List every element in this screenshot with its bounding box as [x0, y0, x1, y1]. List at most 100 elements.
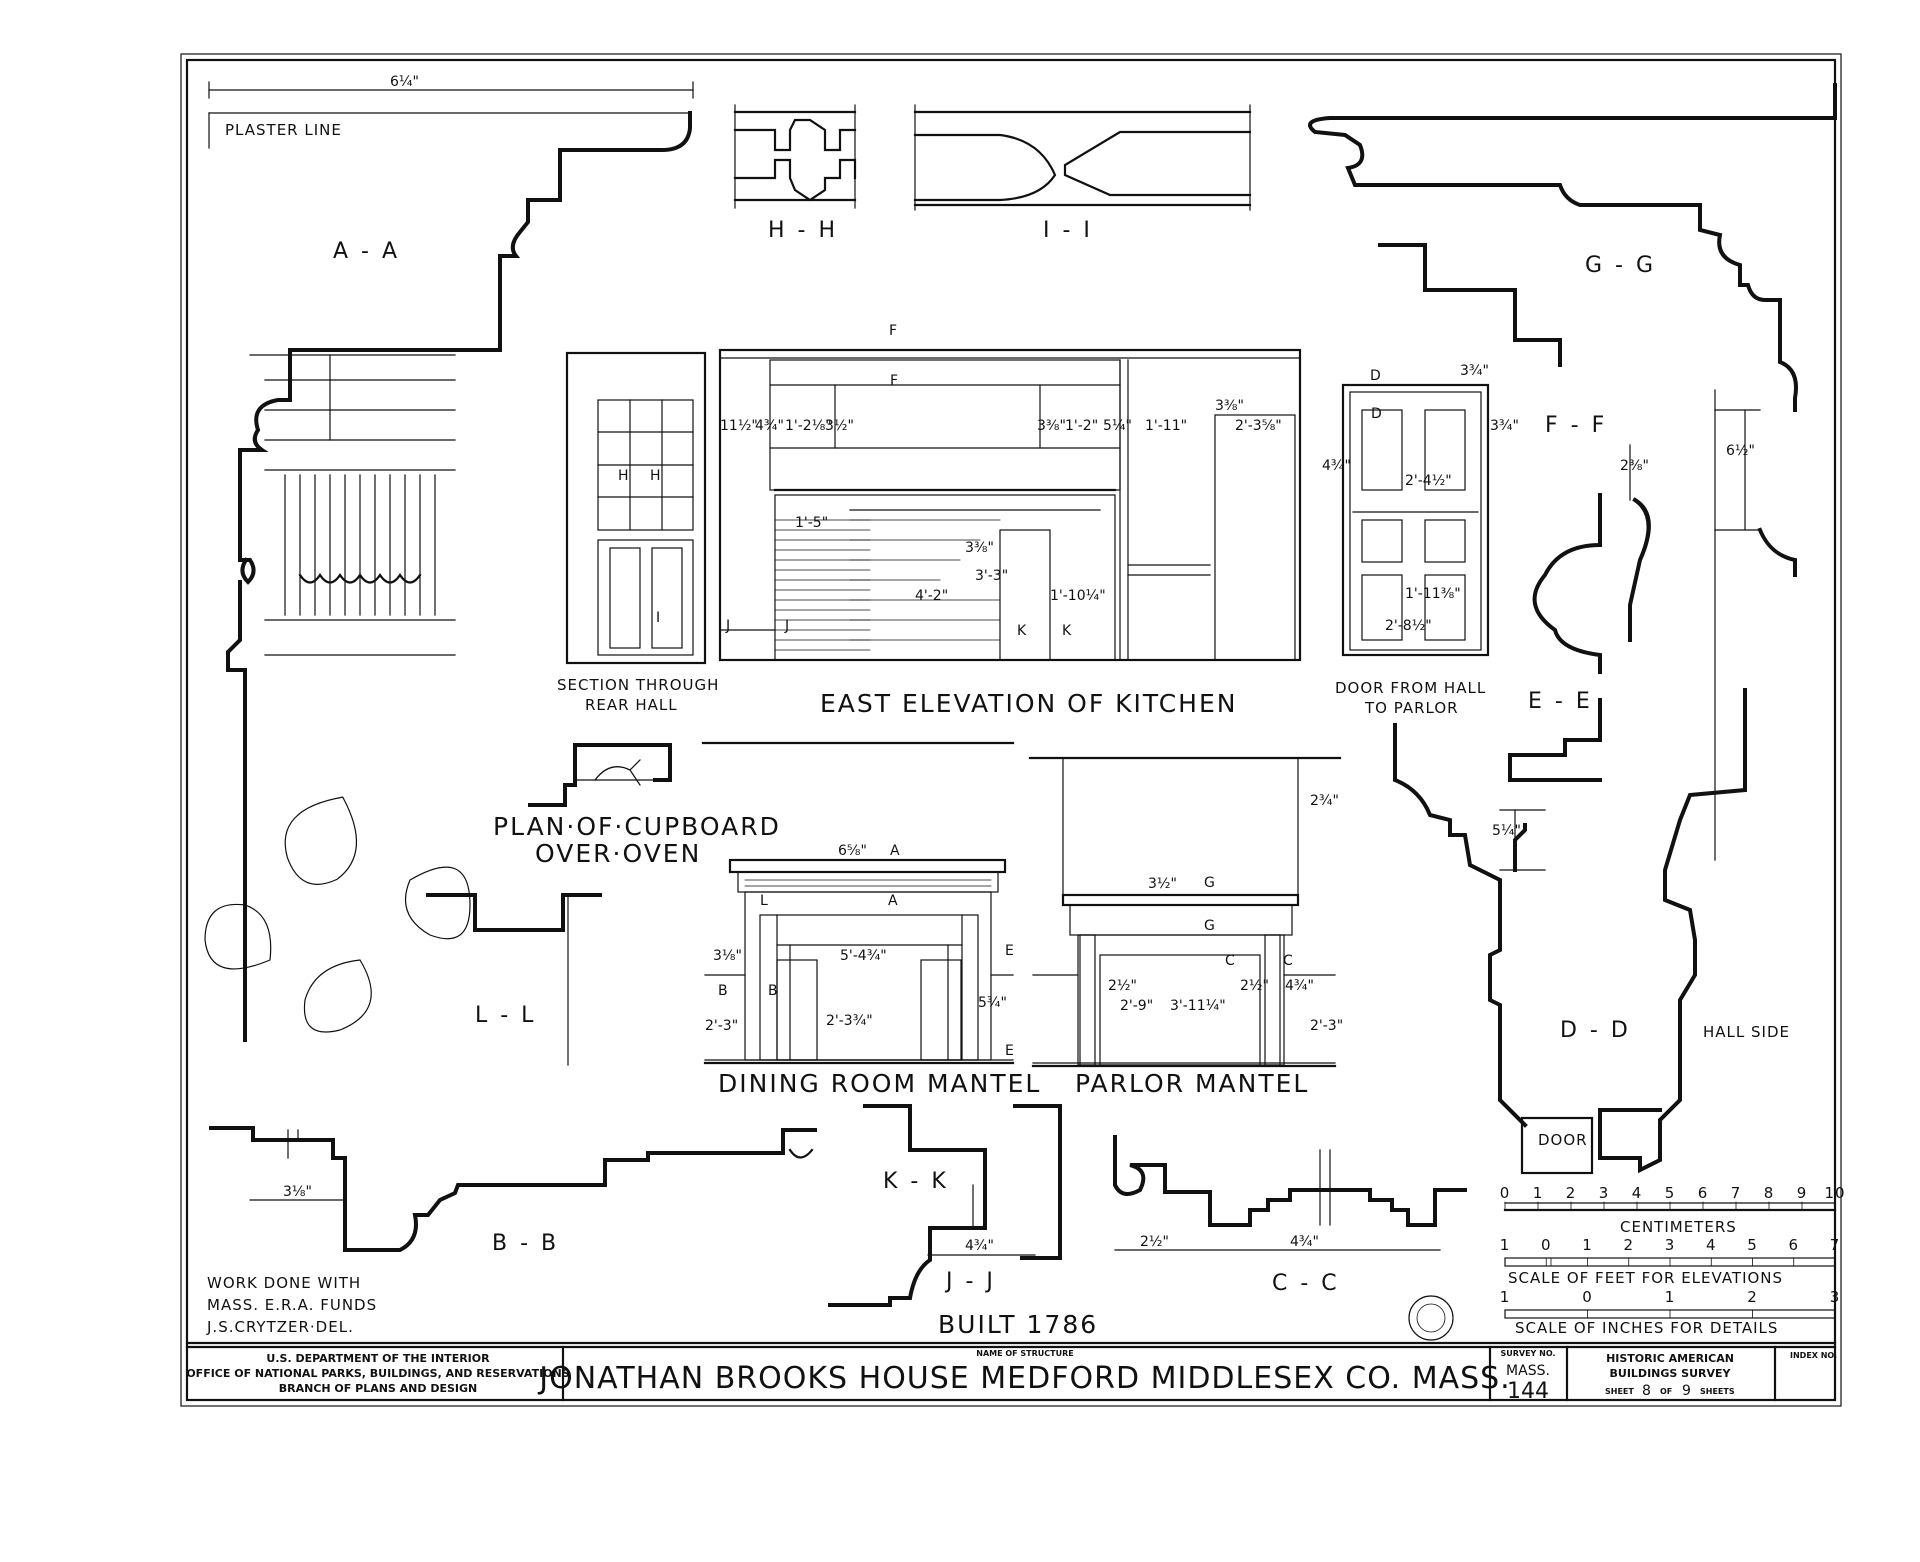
- label-dd: D - D: [1560, 1018, 1631, 1043]
- svg-text:K: K: [1017, 623, 1027, 639]
- scale-in-tick-label: 0: [1582, 1288, 1593, 1306]
- svg-text:G: G: [1204, 875, 1215, 891]
- parlor-dim-top: 2¾": [1310, 793, 1339, 809]
- scale-cm-tick-label: 0: [1500, 1184, 1511, 1202]
- parlor-dim-g: 4¾": [1285, 978, 1314, 994]
- profile-ll: [426, 893, 602, 1066]
- kitchen-dim-g: 5¼": [1103, 418, 1132, 434]
- scale-cm-label: CENTIMETERS: [1620, 1218, 1737, 1236]
- profile-ff-ee: [1393, 493, 1747, 1174]
- sheet-total: 9: [1682, 1383, 1691, 1399]
- structure-name: JONATHAN BROOKS HOUSE MEDFORD MIDDLESEX …: [537, 1361, 1510, 1396]
- svg-text:C: C: [1225, 953, 1235, 969]
- dining-dim-f: 3⅛": [713, 948, 742, 964]
- dining-dim-c: 2'-3¾": [826, 1013, 873, 1029]
- svg-text:D: D: [1370, 368, 1381, 384]
- kitchen-dim-f: 1'-2": [1065, 418, 1098, 434]
- parlor-mantel-title: PARLOR MANTEL: [1075, 1069, 1309, 1098]
- kitchen-title: EAST ELEVATION OF KITCHEN: [820, 689, 1237, 718]
- cupboard-plan: [528, 743, 672, 807]
- habs-line-2: BUILDINGS SURVEY: [1610, 1367, 1732, 1380]
- work-note-3: J.S.CRYTZER·DEL.: [206, 1318, 354, 1336]
- rear-hall-section: H H I: [565, 351, 707, 665]
- work-note-2: MASS. E.R.A. FUNDS: [207, 1296, 377, 1314]
- scale-ft-tick-label: 0: [1541, 1236, 1552, 1254]
- dept-line-1: U.S. DEPARTMENT OF THE INTERIOR: [266, 1352, 490, 1365]
- door-dim-c: 2'-8½": [1385, 618, 1432, 634]
- label-kk: K - K: [883, 1169, 949, 1194]
- dim-aa-width: 6¼": [390, 74, 419, 90]
- svg-text:G: G: [1204, 918, 1215, 934]
- cupboard-title-2: OVER·OVEN: [535, 839, 701, 868]
- parlor-dim-f: 2½": [1240, 978, 1269, 994]
- survey-caption: SURVEY NO.: [1500, 1349, 1555, 1358]
- survey-state: MASS.: [1506, 1363, 1550, 1379]
- scale-cm-tick-label: 4: [1632, 1184, 1643, 1202]
- hall-side-label: HALL SIDE: [1703, 1023, 1790, 1041]
- kitchen-dim-d: 3½": [825, 418, 854, 434]
- svg-text:F: F: [890, 373, 898, 389]
- label-hh: H - H: [768, 218, 838, 243]
- label-bb: B - B: [492, 1231, 559, 1256]
- dim-ff-height: 2⅜": [1620, 458, 1649, 474]
- scale-ft-tick-label: 6: [1788, 1236, 1799, 1254]
- svg-text:E: E: [1005, 943, 1014, 959]
- door-label: DOOR: [1538, 1131, 1588, 1149]
- kitchen-dim-o: 3⅜": [965, 540, 994, 556]
- dining-dim-b: 5'-4¾": [840, 948, 887, 964]
- svg-text:C: C: [1283, 953, 1293, 969]
- title-block: [185, 1341, 1837, 1402]
- work-note-1: WORK DONE WITH: [207, 1274, 361, 1292]
- kitchen-dim-i: 2'-3⅝": [1235, 418, 1282, 434]
- scale-cm-tick-label: 10: [1824, 1184, 1845, 1202]
- door-dim-b: 1'-11⅜": [1405, 586, 1461, 602]
- scale-in-tick-label: 1: [1500, 1288, 1511, 1306]
- dining-dim-a: 6⅝": [838, 843, 867, 859]
- profile-gg: [1308, 83, 1837, 861]
- sheets-word: SHEETS: [1700, 1387, 1735, 1396]
- scale-ft-tick-label: 3: [1665, 1236, 1676, 1254]
- svg-text:A: A: [890, 843, 900, 859]
- scale-in-label: SCALE OF INCHES FOR DETAILS: [1515, 1319, 1778, 1337]
- profile-hh: [733, 104, 857, 209]
- dim-cc-right: 4¾": [1290, 1234, 1319, 1250]
- dining-dim-e: 2'-3": [705, 1018, 738, 1034]
- dining-mantel: A A E E B B L: [703, 843, 1015, 1065]
- kitchen-dim-n: 1'-5": [795, 515, 828, 531]
- label-jj: J - J: [944, 1269, 996, 1294]
- svg-text:A: A: [888, 893, 898, 909]
- scale-ft-tick-label: 7: [1830, 1236, 1841, 1254]
- scale-ft-label: SCALE OF FEET FOR ELEVATIONS: [1508, 1269, 1783, 1287]
- scale-cm-tick-label: 6: [1698, 1184, 1709, 1202]
- label-gg: G - G: [1585, 253, 1656, 278]
- plaster-line-label: PLASTER LINE: [225, 121, 342, 139]
- outer-border: [180, 53, 1842, 1407]
- door-elevation: D D: [1341, 368, 1490, 657]
- svg-text:K: K: [1062, 623, 1072, 639]
- habs-line-1: HISTORIC AMERICAN: [1606, 1352, 1734, 1365]
- svg-text:I: I: [656, 610, 660, 626]
- parlor-mantel: G G C C: [1028, 756, 1342, 1068]
- scale-ft-tick-label: 4: [1706, 1236, 1717, 1254]
- svg-text:L: L: [760, 893, 768, 909]
- door-title-1: DOOR FROM HALL: [1335, 679, 1486, 697]
- scale-cm-tick-label: 9: [1797, 1184, 1808, 1202]
- sheet-number: 8: [1642, 1383, 1651, 1399]
- dim-ee-height: 5¼": [1492, 823, 1521, 839]
- kitchen-dim-a: 11½": [720, 418, 758, 434]
- label-ff: F - F: [1545, 413, 1607, 438]
- scale-cm-tick-label: 2: [1566, 1184, 1577, 1202]
- door-dim-e: 4¾": [1322, 458, 1351, 474]
- svg-text:F: F: [889, 323, 897, 339]
- svg-text:J: J: [725, 618, 730, 634]
- scale-cm-tick-label: 3: [1599, 1184, 1610, 1202]
- scale-cm-tick-label: 7: [1731, 1184, 1742, 1202]
- svg-text:D: D: [1371, 406, 1382, 422]
- scale-cm-tick-label: 5: [1665, 1184, 1676, 1202]
- survey-number: 144: [1507, 1379, 1549, 1404]
- dim-jj-width: 4¾": [965, 1238, 994, 1254]
- scale-ft-tick-label: 5: [1747, 1236, 1758, 1254]
- door-dim-a: 2'-4½": [1405, 473, 1452, 489]
